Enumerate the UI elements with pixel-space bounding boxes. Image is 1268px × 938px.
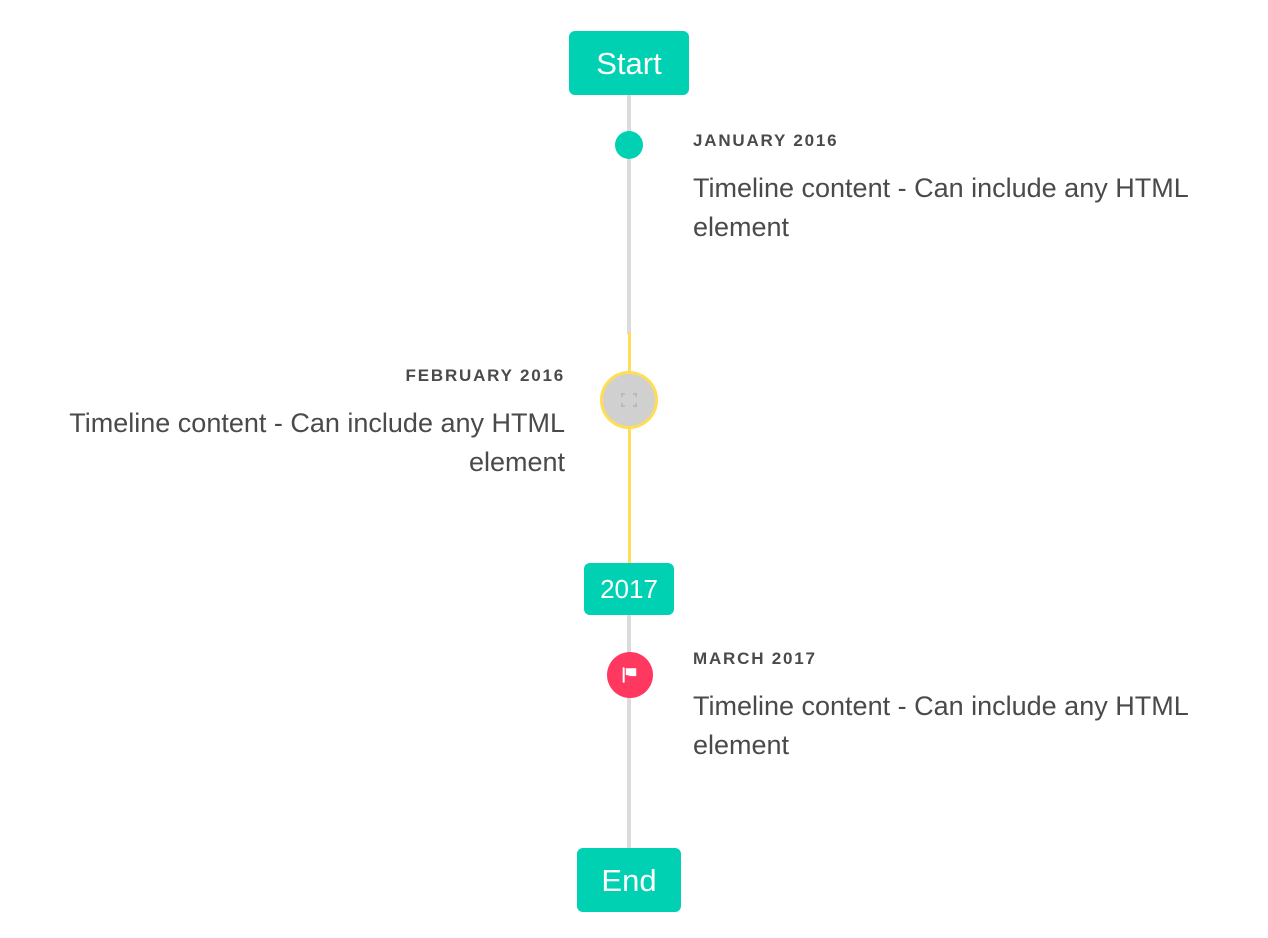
timeline-item-content: MARCH 2017 Timeline content - Can includ…: [693, 649, 1223, 764]
timeline-start-badge[interactable]: Start: [569, 31, 689, 95]
timeline-start-badge-label: Start: [596, 45, 662, 81]
flag-icon: [622, 667, 637, 683]
timeline-divider-badge-2017[interactable]: 2017: [584, 563, 674, 615]
timeline-divider-badge-label: 2017: [600, 574, 658, 604]
timeline-marker-image-placeholder-icon[interactable]: [600, 371, 658, 429]
timeline-item-header: MARCH 2017: [693, 649, 817, 668]
timeline-item-header: JANUARY 2016: [693, 131, 839, 150]
timeline-axis-lower: [627, 610, 631, 858]
timeline-end-badge[interactable]: End: [577, 848, 681, 912]
timeline-item-body: Timeline content - Can include any HTML …: [69, 408, 565, 477]
timeline-item-content: FEBRUARY 2016 Timeline content - Can inc…: [35, 366, 565, 481]
broken-image-icon: [621, 393, 637, 407]
timeline-item-content: JANUARY 2016 Timeline content - Can incl…: [693, 131, 1223, 246]
timeline-item-body: Timeline content - Can include any HTML …: [693, 691, 1188, 760]
timeline-item-body: Timeline content - Can include any HTML …: [693, 173, 1188, 242]
timeline-axis-active-segment: [627, 332, 631, 572]
timeline-marker-flag-icon[interactable]: [607, 652, 653, 698]
timeline-end-badge-label: End: [601, 862, 657, 898]
timeline-marker-dot-icon[interactable]: [615, 131, 643, 159]
timeline-axis-upper: [627, 92, 631, 334]
timeline-item-header: FEBRUARY 2016: [405, 366, 565, 385]
